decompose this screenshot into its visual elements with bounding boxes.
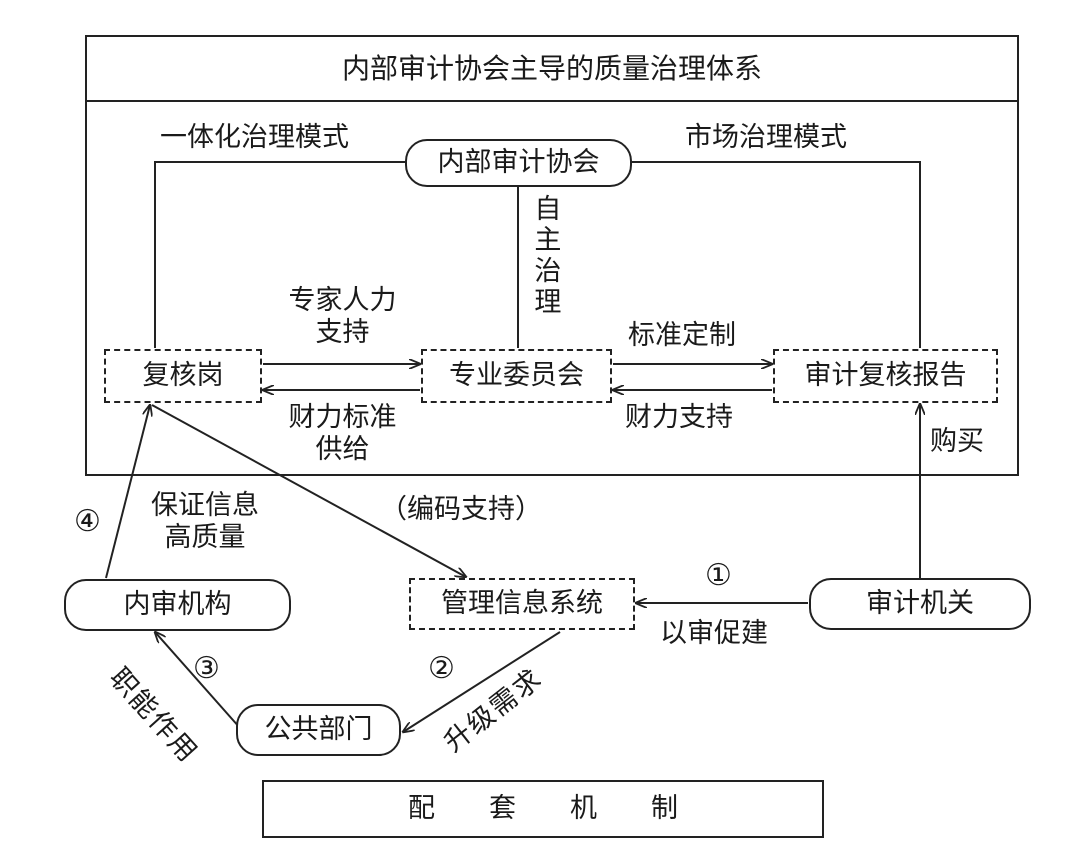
step-one: ① (705, 558, 732, 593)
label-finance-standard: 财力标准 供给 (255, 402, 430, 467)
upgrade-arrow (403, 631, 561, 732)
node-association: 内部审计协会 (405, 139, 632, 187)
quality-info-arrow (105, 405, 150, 579)
support-mechanism-box: 配 套 机 制 (262, 780, 824, 838)
node-committee-label: 专业委员会 (449, 359, 584, 391)
label-coding-support: （编码支持） (380, 494, 542, 525)
function-role-arrow (155, 632, 241, 729)
node-review-post: 复核岗 (104, 349, 262, 403)
label-finance-standard-line1: 财力标准 (288, 402, 397, 433)
label-self-governance: 自主治理 (529, 194, 561, 318)
node-internal-audit-org: 内审机构 (64, 579, 291, 631)
node-internal-audit-org-label: 内审机构 (123, 588, 232, 620)
label-expert-support: 专家人力 支持 (255, 285, 430, 350)
label-promote: 以审促建 (660, 618, 768, 649)
node-audit-authority: 审计机关 (809, 578, 1031, 630)
node-public-dept: 公共部门 (236, 704, 401, 756)
label-purchase: 购买 (930, 426, 984, 457)
label-market-mode: 市场治理模式 (685, 122, 847, 153)
coding-support-arrow (151, 404, 466, 577)
label-quality-info-line1: 保证信息 (151, 490, 259, 521)
step-two: ② (428, 651, 455, 686)
market-mode-line (632, 161, 921, 348)
page-title: 内部审计协会主导的质量治理体系 (341, 52, 762, 85)
label-expert-support-line1: 专家人力 (288, 285, 397, 316)
label-expert-support-line2: 支持 (315, 317, 370, 349)
label-finance-support: 财力支持 (625, 402, 733, 433)
support-mechanism-label: 配 套 机 制 (408, 792, 678, 824)
node-association-label: 内部审计协会 (437, 146, 600, 178)
label-integrated-mode: 一体化治理模式 (160, 122, 349, 153)
label-standard-custom: 标准定制 (628, 320, 736, 351)
label-quality-info-line2: 高质量 (164, 522, 246, 554)
step-four: ④ (74, 504, 101, 539)
node-committee: 专业委员会 (421, 349, 612, 403)
node-audit-authority-label: 审计机关 (866, 587, 974, 619)
node-audit-report: 审计复核报告 (773, 349, 998, 403)
integrated-mode-line (154, 161, 405, 348)
governance-system-frame (85, 35, 1019, 476)
label-finance-standard-line2: 供给 (315, 434, 370, 466)
label-quality-info: 保证信息 高质量 (135, 490, 275, 555)
node-review-post-label: 复核岗 (142, 359, 224, 391)
node-audit-report-label: 审计复核报告 (804, 359, 967, 391)
node-mis-label: 管理信息系统 (441, 587, 603, 619)
node-public-dept-label: 公共部门 (264, 713, 373, 745)
node-mis: 管理信息系统 (409, 578, 635, 630)
step-three: ③ (193, 651, 220, 686)
